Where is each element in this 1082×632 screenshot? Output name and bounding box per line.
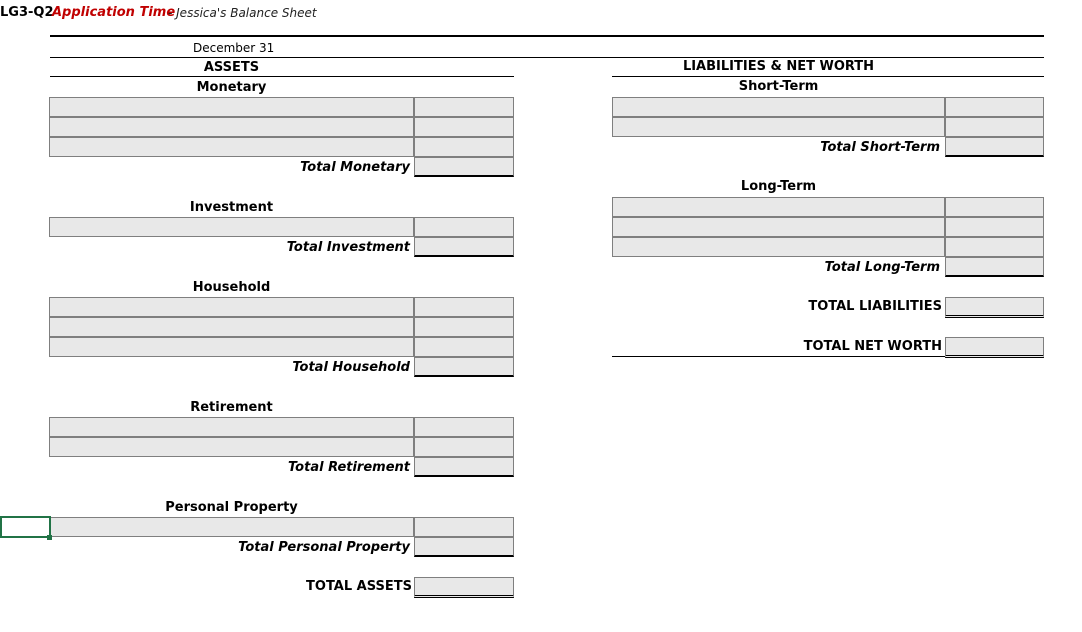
personal-property-item-1[interactable] [49, 517, 414, 537]
fill-handle[interactable] [47, 535, 52, 540]
sheet-subtitle: - Jessica's Balance Sheet [168, 6, 317, 20]
total-assets-cell[interactable] [414, 577, 514, 598]
total-liabilities-cell[interactable] [945, 297, 1044, 318]
household-value-1[interactable] [414, 297, 514, 317]
monetary-value-1[interactable] [414, 97, 514, 117]
liabilities-title: LIABILITIES & NET WORTH [682, 59, 875, 74]
total-retirement-label: Total Retirement [287, 460, 410, 475]
long-term-value-3[interactable] [945, 237, 1044, 257]
total-long-term-cell[interactable] [945, 257, 1044, 277]
net-worth-rule [612, 356, 945, 357]
monetary-heading: Monetary [196, 80, 267, 95]
total-assets-label: TOTAL ASSETS [306, 579, 412, 594]
total-monetary-cell[interactable] [414, 157, 514, 177]
total-net-worth-label: TOTAL NET WORTH [803, 339, 942, 354]
header-rule [50, 35, 1044, 37]
total-short-term-cell[interactable] [945, 137, 1044, 157]
total-household-label: Total Household [292, 360, 410, 375]
retirement-heading: Retirement [190, 400, 273, 415]
long-term-value-2[interactable] [945, 217, 1044, 237]
retirement-item-2[interactable] [49, 437, 414, 457]
household-item-3[interactable] [49, 337, 414, 357]
total-long-term-label: Total Long-Term [824, 260, 940, 275]
selected-cell[interactable] [0, 516, 51, 538]
long-term-item-2[interactable] [612, 217, 945, 237]
retirement-value-1[interactable] [414, 417, 514, 437]
monetary-value-2[interactable] [414, 117, 514, 137]
short-term-item-2[interactable] [612, 117, 945, 137]
household-item-1[interactable] [49, 297, 414, 317]
monetary-item-2[interactable] [49, 117, 414, 137]
retirement-item-1[interactable] [49, 417, 414, 437]
long-term-item-1[interactable] [612, 197, 945, 217]
short-term-value-2[interactable] [945, 117, 1044, 137]
total-personal-property-cell[interactable] [414, 537, 514, 557]
total-monetary-label: Total Monetary [300, 160, 410, 175]
long-term-value-1[interactable] [945, 197, 1044, 217]
short-term-value-1[interactable] [945, 97, 1044, 117]
investment-heading: Investment [189, 200, 274, 215]
date-label: December 31 [193, 41, 275, 55]
household-value-3[interactable] [414, 337, 514, 357]
assets-rule [50, 76, 514, 77]
monetary-item-1[interactable] [49, 97, 414, 117]
total-liabilities-label: TOTAL LIABILITIES [808, 299, 942, 314]
investment-item-1[interactable] [49, 217, 414, 237]
sheet-code: LG3-Q2 [0, 5, 54, 20]
total-short-term-label: Total Short-Term [820, 140, 940, 155]
long-term-item-3[interactable] [612, 237, 945, 257]
total-personal-property-label: Total Personal Property [238, 540, 410, 555]
date-rule [50, 57, 1044, 58]
short-term-item-1[interactable] [612, 97, 945, 117]
short-term-heading: Short-Term [738, 79, 819, 94]
investment-value-1[interactable] [414, 217, 514, 237]
personal-property-value-1[interactable] [414, 517, 514, 537]
app-title: Application Time [52, 5, 176, 20]
retirement-value-2[interactable] [414, 437, 514, 457]
assets-title: ASSETS [203, 60, 260, 75]
total-investment-cell[interactable] [414, 237, 514, 257]
monetary-item-3[interactable] [49, 137, 414, 157]
household-value-2[interactable] [414, 317, 514, 337]
personal-property-heading: Personal Property [165, 500, 298, 515]
liabilities-rule [612, 76, 1044, 77]
total-investment-label: Total Investment [286, 240, 410, 255]
household-heading: Household [192, 280, 271, 295]
total-net-worth-cell[interactable] [945, 337, 1044, 358]
total-retirement-cell[interactable] [414, 457, 514, 477]
long-term-heading: Long-Term [740, 179, 817, 194]
household-item-2[interactable] [49, 317, 414, 337]
monetary-value-3[interactable] [414, 137, 514, 157]
total-household-cell[interactable] [414, 357, 514, 377]
